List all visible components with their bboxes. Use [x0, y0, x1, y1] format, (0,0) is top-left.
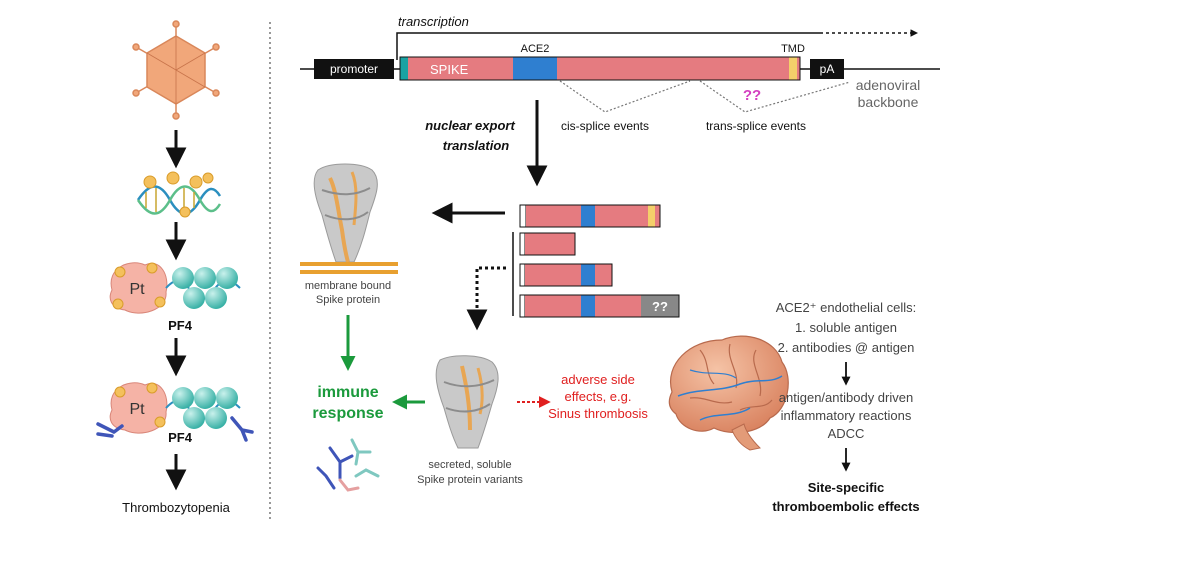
platelet-label: Pt	[129, 401, 145, 418]
endothelial-item-1: 1. soluble antigen	[795, 320, 897, 335]
endothelial-panel: ACE2⁺ endothelial cells: 1. soluble anti…	[772, 300, 919, 514]
immune-response-label-line2: response	[312, 405, 383, 422]
variant-truncated-ace2	[519, 263, 613, 287]
variant-trans-spliced: ??	[519, 294, 680, 318]
backbone-label-line1: adenoviral	[856, 77, 921, 93]
pf4-label: PF4	[168, 430, 193, 445]
pf4-complex-icon: Pt PF4	[109, 262, 241, 333]
arrow-to-secreted-variants	[466, 266, 506, 331]
secreted-soluble-label: secreted, soluble	[428, 459, 511, 471]
spike-label: SPIKE	[430, 62, 469, 77]
left-pathway: Pt PF4 Pt	[96, 20, 254, 515]
polya-label: pA	[820, 62, 835, 76]
backbone-label-line2: backbone	[858, 94, 919, 110]
ace2-label: ACE2	[521, 43, 550, 55]
protein-variants: ??	[512, 204, 680, 318]
cis-splice-label: cis-splice events	[561, 119, 649, 133]
translation-label: translation	[443, 138, 510, 153]
tmd-domain	[789, 57, 797, 80]
nuclear-export-label: nuclear export	[425, 118, 515, 133]
promoter-label: promoter	[330, 62, 378, 76]
trans-splice-label: trans-splice events	[706, 119, 806, 133]
spike-protein-label: Spike protein	[316, 294, 380, 306]
splice-lines	[559, 80, 851, 113]
transcription-label: transcription	[398, 14, 469, 29]
adverse-effects-line3: Sinus thrombosis	[548, 406, 648, 421]
spike-gene-outline	[399, 56, 801, 81]
thrombozytopenia-label: Thrombozytopenia	[122, 500, 230, 515]
transcription-arrow	[396, 32, 820, 60]
endothelial-title: ACE2⁺ endothelial cells:	[776, 300, 917, 315]
adverse-effects-line1: adverse side	[561, 372, 635, 387]
brain-icon	[668, 335, 789, 451]
promoter-box	[314, 59, 394, 79]
unknown-splice-marker: ??	[743, 87, 761, 104]
secreted-spike-protein-icon	[435, 355, 499, 449]
result-line-2: thromboembolic effects	[772, 499, 919, 514]
endothelial-item-2: 2. antibodies @ antigen	[778, 340, 915, 355]
membrane-bound-label: membrane bound	[305, 280, 391, 292]
gene-construct: transcription promoter SPIKE ACE2 TMD pA…	[300, 14, 940, 133]
spike-exon-2	[557, 57, 789, 80]
spike-exon-1	[408, 57, 513, 80]
ace2-binding-domain	[513, 57, 557, 80]
reaction-line-3: ADCC	[828, 426, 865, 441]
antibodies-icon	[316, 438, 380, 492]
polya-box	[810, 59, 844, 79]
platelet-label: Pt	[129, 281, 145, 298]
result-line-1: Site-specific	[808, 480, 885, 495]
pf4-label: PF4	[168, 318, 193, 333]
adenovirus-icon	[132, 20, 220, 120]
pf4-antibody-complex-icon: Pt PF4	[96, 382, 254, 445]
variant-truncated-short	[519, 232, 576, 256]
adverse-effects-line2: effects, e.g.	[565, 389, 632, 404]
spike-variants-label: Spike protein variants	[417, 474, 523, 486]
leader-sequence	[400, 57, 408, 80]
dna-icon	[136, 171, 222, 218]
reaction-line-2: inflammatory reactions	[781, 408, 912, 423]
variant-full-length	[519, 204, 661, 228]
tmd-label: TMD	[781, 43, 805, 55]
reaction-line-1: antigen/antibody driven	[779, 390, 913, 405]
unknown-protein-region: ??	[652, 299, 668, 314]
spike-exon-end	[797, 57, 800, 80]
membrane-spike-protein-icon	[300, 163, 398, 274]
immune-response-label-line1: immune	[317, 384, 378, 401]
